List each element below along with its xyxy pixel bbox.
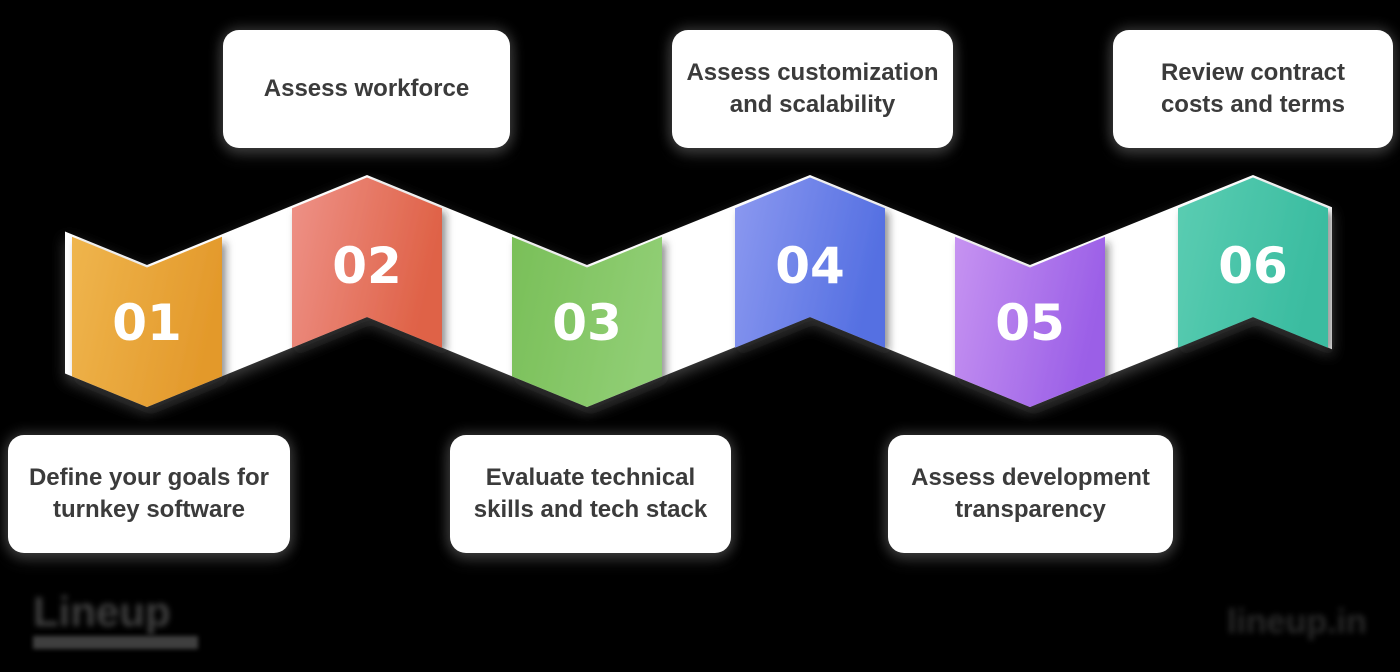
label-card-step-03: Evaluate technical skills and tech stack [450, 435, 731, 553]
chevron-step-04 [735, 177, 885, 348]
step-number-02: 02 [332, 237, 402, 295]
step-number-04: 04 [775, 237, 845, 295]
watermark-underline [33, 636, 198, 649]
step-number-01: 01 [112, 294, 182, 352]
watermark-logo-right: lineup.in [1227, 603, 1367, 641]
label-card-step-05: Assess development transparency [888, 435, 1173, 553]
label-card-step-04: Assess customization and scalability [672, 30, 953, 148]
step-number-03: 03 [552, 294, 622, 352]
chevron-step-01 [72, 236, 222, 407]
label-card-step-01: Define your goals for turnkey software [8, 435, 290, 553]
step-number-06: 06 [1218, 237, 1288, 295]
chevron-step-06 [1178, 177, 1328, 348]
watermark-logo-left: Lineup [33, 588, 171, 635]
chevron-step-05 [955, 236, 1105, 407]
chevron-step-02 [292, 177, 442, 348]
chevron-step-03 [512, 236, 662, 407]
label-card-step-02: Assess workforce [223, 30, 510, 148]
step-number-05: 05 [995, 294, 1065, 352]
label-card-step-06: Review contract costs and terms [1113, 30, 1393, 148]
zigzag-band [65, 175, 1332, 407]
